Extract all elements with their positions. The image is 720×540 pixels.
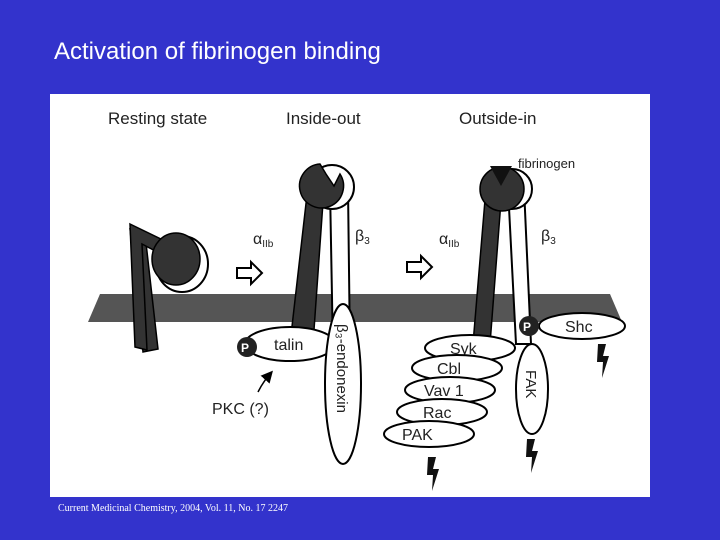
beta3-endonexin-protein: [324, 303, 362, 465]
plasma-membrane: [88, 294, 622, 322]
transition-arrow-2: [406, 253, 434, 281]
signal-bolt-icon: [526, 439, 538, 473]
phospho-site-shc: [519, 316, 539, 336]
slide-title: Activation of fibrinogen binding: [54, 38, 381, 65]
integrin-diagram: Resting state Inside-out Outside-in αIIb…: [88, 109, 626, 491]
signaling-stack: Syk Cbl Vav 1 Rac PAK: [383, 334, 516, 448]
outside-in-integrin: [472, 166, 533, 345]
pkc-label: PKC (?): [212, 401, 269, 418]
beta3-label-2: β3: [541, 228, 556, 247]
alpha-iib-label-1: αIIb: [253, 231, 274, 250]
pak-protein: [383, 420, 475, 448]
signal-bolt-icon: [427, 457, 439, 491]
integrin-activation-figure: Resting state Inside-out Outside-in αIIb…: [50, 94, 650, 497]
beta3-label-1: β3: [355, 228, 370, 247]
syk-label: Syk: [450, 341, 478, 358]
vav1-label: Vav 1: [424, 383, 464, 400]
fak-protein: [515, 343, 549, 435]
signal-bolt-icon: [597, 344, 609, 378]
alpha-iib-label-2: αIIb: [439, 231, 460, 250]
pkc-arrow: [257, 370, 273, 393]
inside-out-integrin: [289, 163, 355, 353]
resting-integrin: [129, 222, 209, 353]
fak-label: FAK: [522, 370, 539, 398]
header-resting-state: Resting state: [108, 109, 207, 128]
phospho-site-talin: [237, 337, 257, 357]
phospho-label-shc: P: [523, 320, 531, 334]
header-outside-in: Outside-in: [459, 109, 536, 128]
citation: Current Medicinal Chemistry, 2004, Vol. …: [58, 503, 288, 514]
fibrinogen-label: fibrinogen: [518, 156, 575, 171]
beta3-endonexin-label: β₃-endonexin: [333, 324, 350, 413]
phospho-label-talin: P: [241, 341, 249, 355]
pak-label: PAK: [402, 427, 433, 444]
shc-label: Shc: [565, 319, 593, 336]
cbl-label: Cbl: [437, 361, 461, 378]
fibrinogen-ligand: [490, 166, 512, 186]
rac-label: Rac: [423, 405, 451, 422]
header-inside-out: Inside-out: [286, 109, 361, 128]
talin-label: talin: [274, 337, 303, 354]
transition-arrow-1: [236, 259, 264, 287]
